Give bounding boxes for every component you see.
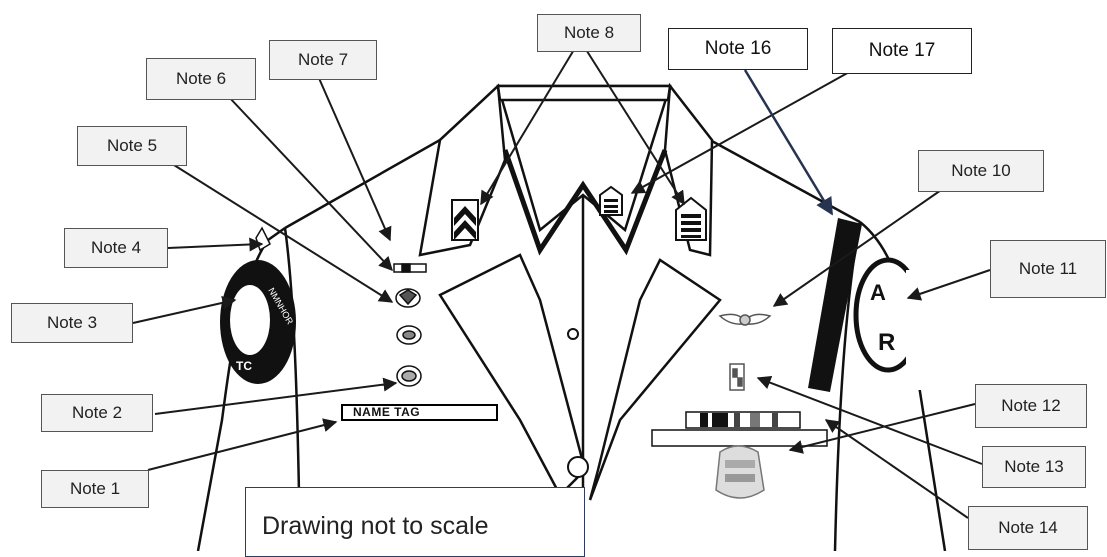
label-note-10: Note 10 (918, 150, 1044, 192)
left-shoulder-patch: NMNHOR TC (220, 226, 296, 384)
collar-badge-small (599, 185, 623, 216)
arrow-note-2 (154, 377, 398, 415)
arrow-note-14 (824, 419, 969, 519)
button (567, 328, 579, 340)
arrow-note-12 (788, 403, 976, 454)
scale-caption: Drawing not to scale (245, 487, 585, 557)
patch-letter-bottom: R (878, 329, 895, 356)
patch-text-bottom: TC (236, 359, 252, 373)
right-chest-insignia (718, 313, 772, 391)
arrow-note-17 (630, 65, 861, 194)
arrow-note-8b (584, 47, 685, 206)
label-note-16: Note 16 (668, 28, 808, 70)
label-note-1: Note 1 (41, 470, 149, 508)
label-note-11: Note 11 (990, 240, 1106, 298)
ribbon-bar (685, 411, 801, 429)
rank-chevron-insignia (451, 199, 479, 241)
arrow-note-7 (317, 75, 392, 242)
rank-insignia-large (675, 196, 707, 241)
label-note-2: Note 2 (41, 394, 153, 432)
label-note-6: Note 6 (146, 58, 256, 100)
arrow-note-4 (167, 237, 264, 252)
label-note-4: Note 4 (64, 228, 168, 268)
left-chest-badges (393, 263, 427, 387)
label-note-8: Note 8 (537, 14, 641, 52)
arrow-note-1 (147, 418, 338, 471)
label-note-5: Note 5 (77, 126, 187, 166)
arrow-note-6 (227, 95, 393, 272)
label-note-14: Note 14 (968, 506, 1088, 550)
label-note-7: Note 7 (269, 40, 377, 80)
arrow-note-3 (132, 295, 237, 324)
label-note-13: Note 13 (982, 446, 1086, 488)
name-plate-bar (651, 429, 828, 447)
arrow-note-13 (756, 375, 983, 465)
right-shoulder-patch: A R (853, 257, 936, 390)
arrow-note-5 (165, 159, 394, 303)
label-note-3: Note 3 (11, 303, 133, 343)
medal-badge (715, 445, 765, 499)
label-note-17: Note 17 (832, 28, 972, 74)
name-tag: NAME TAG (341, 404, 498, 421)
arrow-note-16 (743, 69, 834, 216)
arrow-note-11 (906, 269, 991, 301)
patch-letter-top: A (870, 280, 886, 305)
arrow-note-10 (772, 187, 945, 307)
leader-arrows (132, 47, 991, 519)
shoulder-cord (808, 218, 862, 392)
arrow-note-8a (480, 47, 576, 206)
label-note-12: Note 12 (975, 384, 1087, 428)
button (567, 456, 589, 478)
